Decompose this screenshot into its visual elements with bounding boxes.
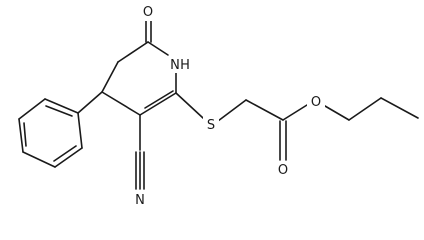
bond-ph-d3: [45, 105, 73, 117]
molecule-diagram: O N H S O O N: [18, 3, 419, 208]
bond-ph-5: [18, 98, 46, 120]
bond-ch2-c4: [101, 61, 119, 93]
structure-canvas: O N H S O O N: [18, 3, 419, 208]
bond-ph-d1: [53, 145, 77, 162]
bond-ch2-cester: [245, 99, 284, 121]
sulfur-label: S: [207, 118, 215, 133]
ring-carbonyl: [145, 17, 152, 43]
bond-s-ch2: [217, 99, 247, 122]
bond-c2-s: [175, 92, 204, 119]
bond-ph-3: [22, 151, 56, 168]
bond-n1-c6: [147, 41, 169, 56]
bond-ph-1: [77, 112, 83, 149]
bond-c4-c3: [101, 91, 141, 116]
carbonyl-oxygen-label: O: [143, 5, 153, 20]
bond-ph-2: [54, 147, 83, 168]
bond-propyl-2: [380, 97, 419, 119]
atom-labels: O N H S O O N: [132, 3, 325, 208]
ring-nitrogen-label: N: [170, 58, 180, 73]
bond-propyl-1: [348, 97, 382, 121]
bond-ph-6: [44, 98, 79, 114]
nitrile-group: [135, 114, 145, 190]
bond-ph-4: [18, 118, 24, 153]
ester-ether-oxygen-label: O: [311, 95, 321, 110]
phenyl-ring: [18, 91, 103, 168]
bond-c4-ph: [77, 91, 103, 114]
pyridinone-ring: [101, 41, 177, 116]
nitrile-nitrogen-label: N: [135, 193, 145, 208]
ester-carbonyl-oxygen-label: O: [278, 163, 288, 178]
bond-c3-c2: [139, 92, 177, 116]
bond-c3-c2-double: [144, 90, 174, 109]
bond-cester-oether: [282, 104, 308, 121]
bond-c6-ch2: [117, 41, 149, 63]
ring-nitrogen-h-label: H: [180, 58, 190, 73]
thioacetate-chain: [175, 92, 419, 161]
bond-ph-d2: [23, 122, 27, 147]
bond-oether-ch2: [324, 105, 350, 121]
